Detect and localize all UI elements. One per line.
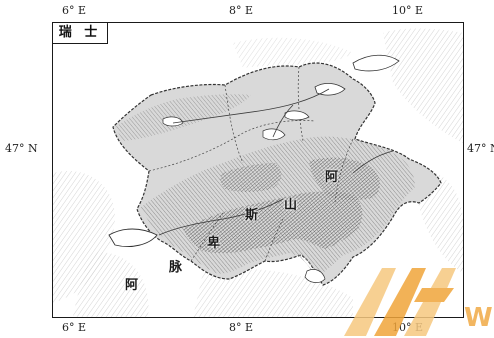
rivers bbox=[158, 88, 394, 236]
top-longitude-8e: 8° E bbox=[229, 4, 254, 17]
top-longitude-6e: 6° E bbox=[62, 4, 87, 17]
bottom-longitude-6e: 6° E bbox=[62, 321, 87, 334]
right-latitude-47n: 47° N bbox=[467, 142, 494, 155]
lake-neuchatel bbox=[162, 116, 184, 127]
bottom-longitude-8e: 8° E bbox=[229, 321, 254, 334]
switzerland-territory bbox=[112, 62, 442, 286]
map-label-shan: 山 bbox=[284, 198, 298, 213]
lake-geneva bbox=[108, 228, 158, 247]
surrounding-terrain bbox=[53, 28, 463, 317]
map-title: 瑞 士 bbox=[53, 23, 108, 44]
bottom-longitude-10e: 10° E bbox=[392, 321, 424, 334]
map-frame: 瑞 士 阿 山 斯 卑 脉 阿 bbox=[52, 22, 464, 318]
top-longitude-10e: 10° E bbox=[392, 4, 424, 17]
lake-constance bbox=[352, 54, 400, 72]
map-label-si: 斯 bbox=[245, 208, 259, 223]
map-label-ya: 阿 bbox=[125, 278, 139, 293]
relief-map bbox=[53, 28, 463, 317]
watermark-letter: W bbox=[464, 303, 493, 333]
left-latitude-47n: 47° N bbox=[5, 142, 38, 155]
lake-maggiore bbox=[304, 269, 326, 283]
lake-zurich bbox=[284, 110, 310, 121]
map-label-a-er: 阿 bbox=[325, 170, 339, 185]
map-label-bei: 卑 bbox=[207, 236, 221, 251]
map-label-mai: 脉 bbox=[169, 260, 183, 275]
